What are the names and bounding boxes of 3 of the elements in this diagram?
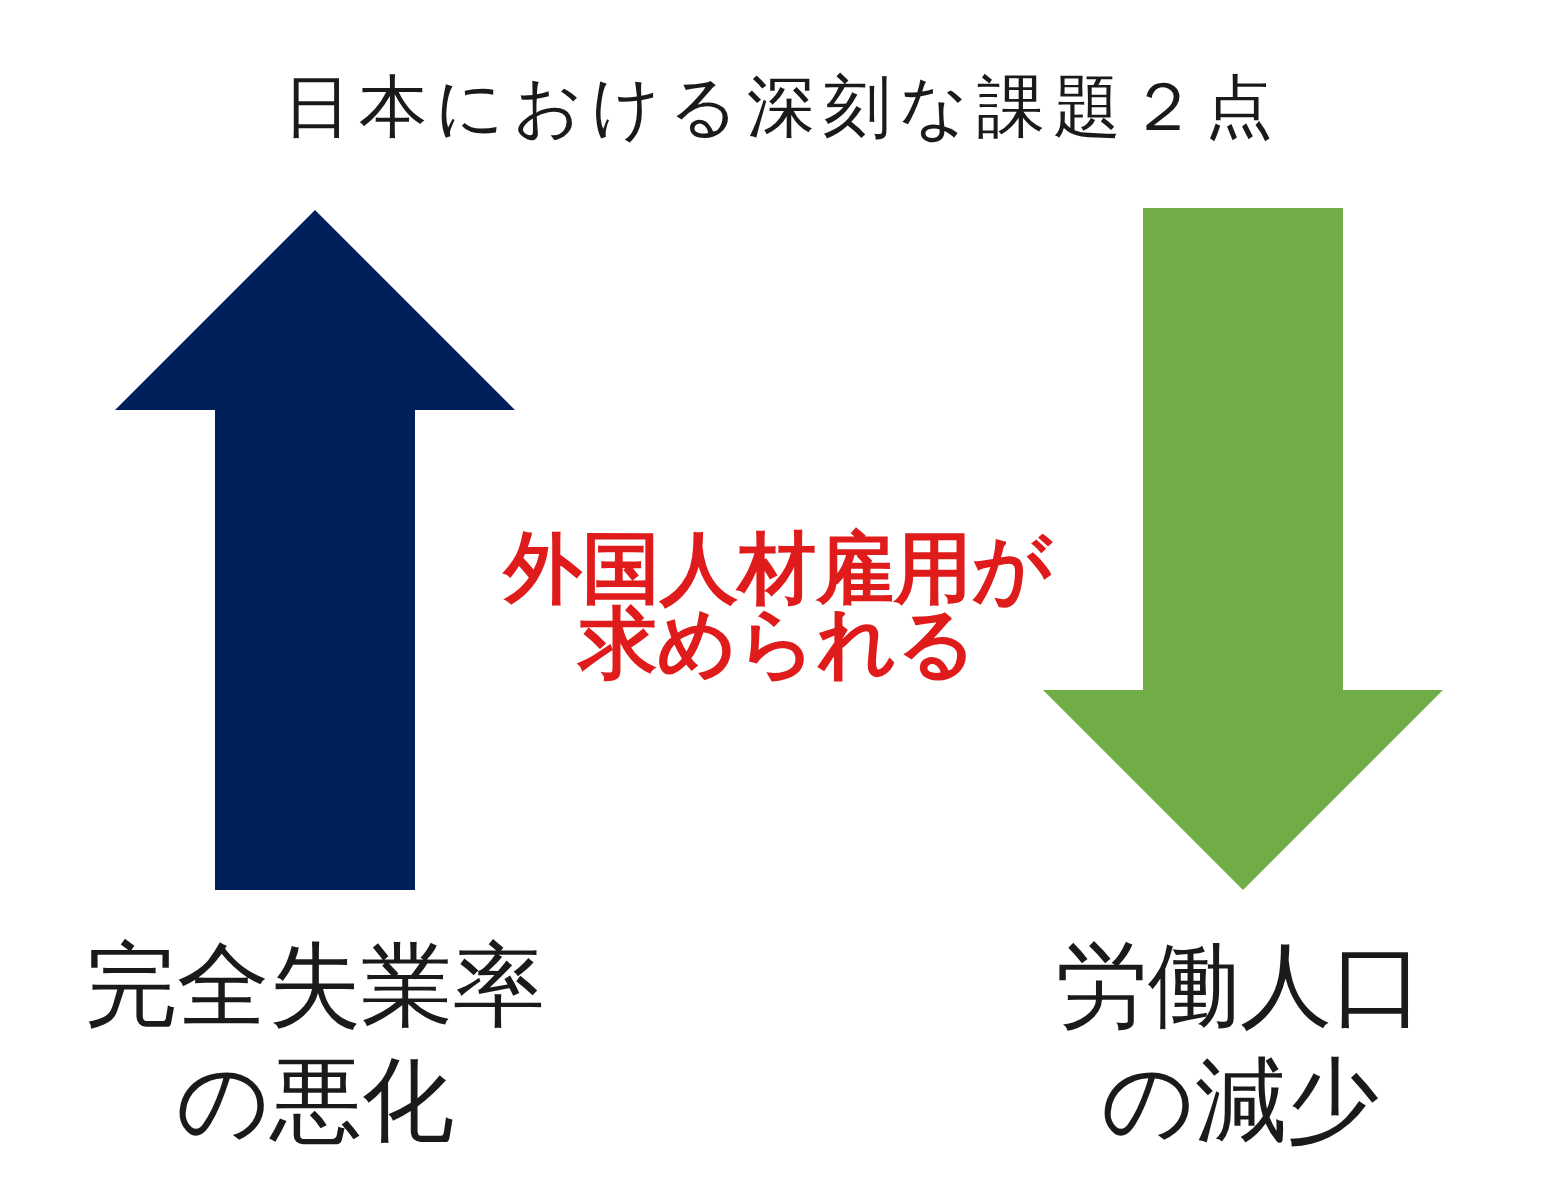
title: 日本における深刻な課題２点 — [282, 67, 1282, 147]
arrow-caption: 労働人口の減少 — [1055, 931, 1425, 1156]
arrow-caption: 完全失業率の悪化 — [84, 931, 546, 1156]
